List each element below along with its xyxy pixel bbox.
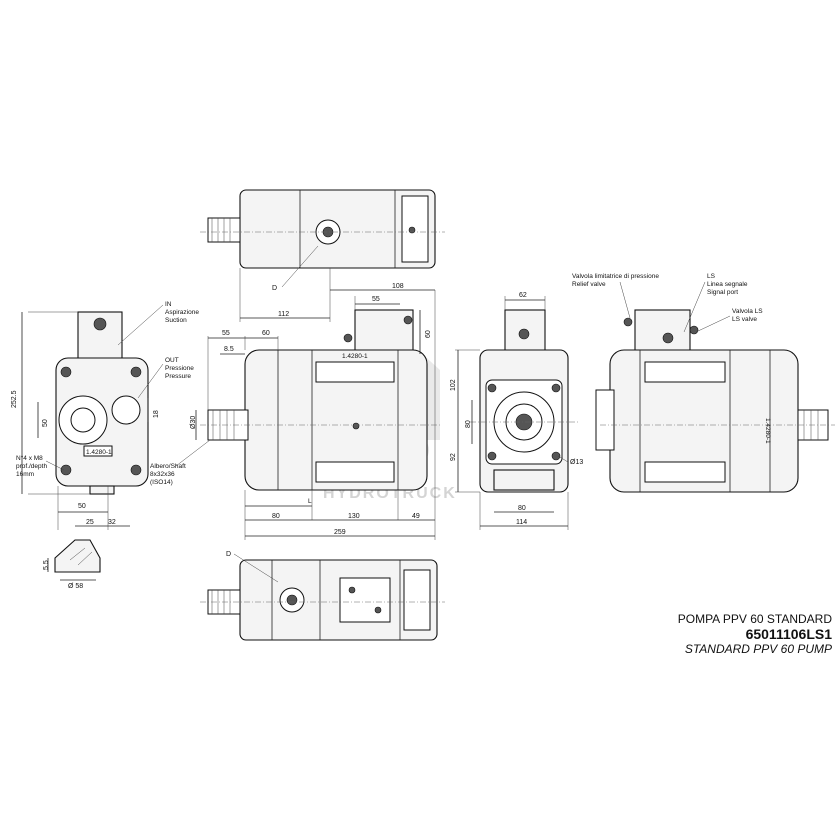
dim-92: 92 xyxy=(450,453,457,461)
dim-18: 18 xyxy=(153,410,160,418)
dim-130: 130 xyxy=(348,513,360,520)
dim-102: 102 xyxy=(450,379,457,391)
dim-80: 80 xyxy=(272,513,280,520)
title-line-1: POMPA PPV 60 STANDARD xyxy=(677,612,832,626)
plate-left: 1.4280-1 xyxy=(86,449,112,456)
dim-60: 60 xyxy=(262,330,270,337)
dim-58: Ø 58 xyxy=(68,583,83,590)
plate-side: 1.4280-1 xyxy=(764,418,771,444)
part-code: 65011106LS1 xyxy=(745,626,832,642)
right-side-view xyxy=(595,309,835,493)
bottom-view xyxy=(200,559,445,641)
dim-32: 32 xyxy=(108,519,116,526)
main-side-view xyxy=(200,309,440,491)
dim-80-front: 80 xyxy=(465,420,472,428)
title-line-3: STANDARD PPV 60 PUMP xyxy=(684,642,832,656)
dim-13: Ø13 xyxy=(570,459,583,466)
dim-259: 259 xyxy=(334,529,346,536)
dim-252-5: 252.5 xyxy=(11,390,18,408)
dim-55-top: 55 xyxy=(372,296,380,303)
dim-62: 62 xyxy=(519,292,527,299)
dim-25: 25 xyxy=(86,519,94,526)
dim-8-5: 8.5 xyxy=(224,346,234,353)
dim-50-left: 50 xyxy=(42,419,49,427)
plate-front: 1.4280-1 xyxy=(342,353,368,360)
dim-49: 49 xyxy=(412,513,420,520)
dim-55: 55 xyxy=(222,330,230,337)
dim-30-shaft: Ø30 xyxy=(190,416,197,429)
title-block: POMPA PPV 60 STANDARD 65011106LS1 STANDA… xyxy=(678,612,832,657)
detail-section xyxy=(54,539,101,573)
dim-112: 112 xyxy=(278,311,289,318)
dim-60-v: 60 xyxy=(425,330,432,338)
front-view xyxy=(470,309,578,493)
dim-114: 114 xyxy=(516,519,527,526)
detail-label-top: D xyxy=(272,285,277,292)
top-view xyxy=(200,189,445,269)
dim-108: 108 xyxy=(392,283,404,290)
detail-label-bottom: D xyxy=(226,551,231,558)
dim-5-5: 5.5 xyxy=(43,560,50,570)
left-end-view xyxy=(55,311,149,495)
length-mark: L xyxy=(308,498,312,505)
dim-50-bottom: 50 xyxy=(78,503,86,510)
dim-80-front-b: 80 xyxy=(518,505,526,512)
